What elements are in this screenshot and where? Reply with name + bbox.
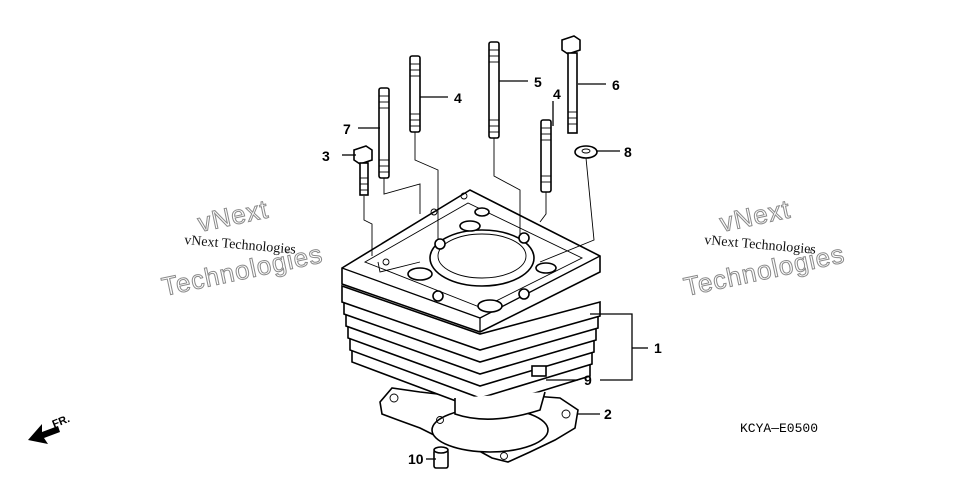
watermark-right: vNext Technologies vNext Technologies bbox=[681, 193, 848, 302]
watermark-left: vNext Technologies vNext Technologies bbox=[159, 193, 326, 302]
stud-4-right bbox=[540, 119, 552, 193]
stud-7 bbox=[378, 87, 390, 179]
callout-labels: 1 2 3 4 4 5 6 7 8 9 10 bbox=[322, 74, 662, 467]
callout-10: 10 bbox=[408, 451, 424, 467]
washer-8 bbox=[574, 145, 598, 159]
direction-label: FR. bbox=[51, 413, 72, 431]
watermark-small: vNext Technologies bbox=[184, 233, 297, 258]
cylinder-body bbox=[341, 189, 601, 420]
watermark-small-right: vNext Technologies bbox=[704, 233, 817, 258]
callout-7: 7 bbox=[343, 121, 351, 137]
callout-4-right: 4 bbox=[553, 86, 561, 102]
callout-4-left: 4 bbox=[454, 90, 462, 106]
callout-8: 8 bbox=[624, 144, 632, 160]
callout-1: 1 bbox=[654, 340, 662, 356]
diagram-code: KCYA—E0500 bbox=[740, 421, 818, 436]
callout-9: 9 bbox=[584, 372, 592, 388]
callout-6: 6 bbox=[612, 77, 620, 93]
front-direction-indicator: FR. bbox=[28, 413, 72, 444]
stud-4-left bbox=[409, 55, 421, 133]
stud-5 bbox=[488, 41, 500, 139]
leader-lines bbox=[342, 80, 648, 460]
callout-5: 5 bbox=[534, 74, 542, 90]
dowel-10 bbox=[433, 446, 449, 469]
callout-2: 2 bbox=[604, 406, 612, 422]
front-arrow-icon bbox=[28, 424, 60, 444]
watermark-big-line1-right: vNext bbox=[717, 194, 793, 238]
bolt-6 bbox=[561, 35, 581, 134]
callout-3: 3 bbox=[322, 148, 330, 164]
bolt-3 bbox=[353, 145, 373, 196]
assembly-guide-lines bbox=[363, 132, 595, 263]
watermark-big-line1: vNext bbox=[195, 194, 271, 238]
